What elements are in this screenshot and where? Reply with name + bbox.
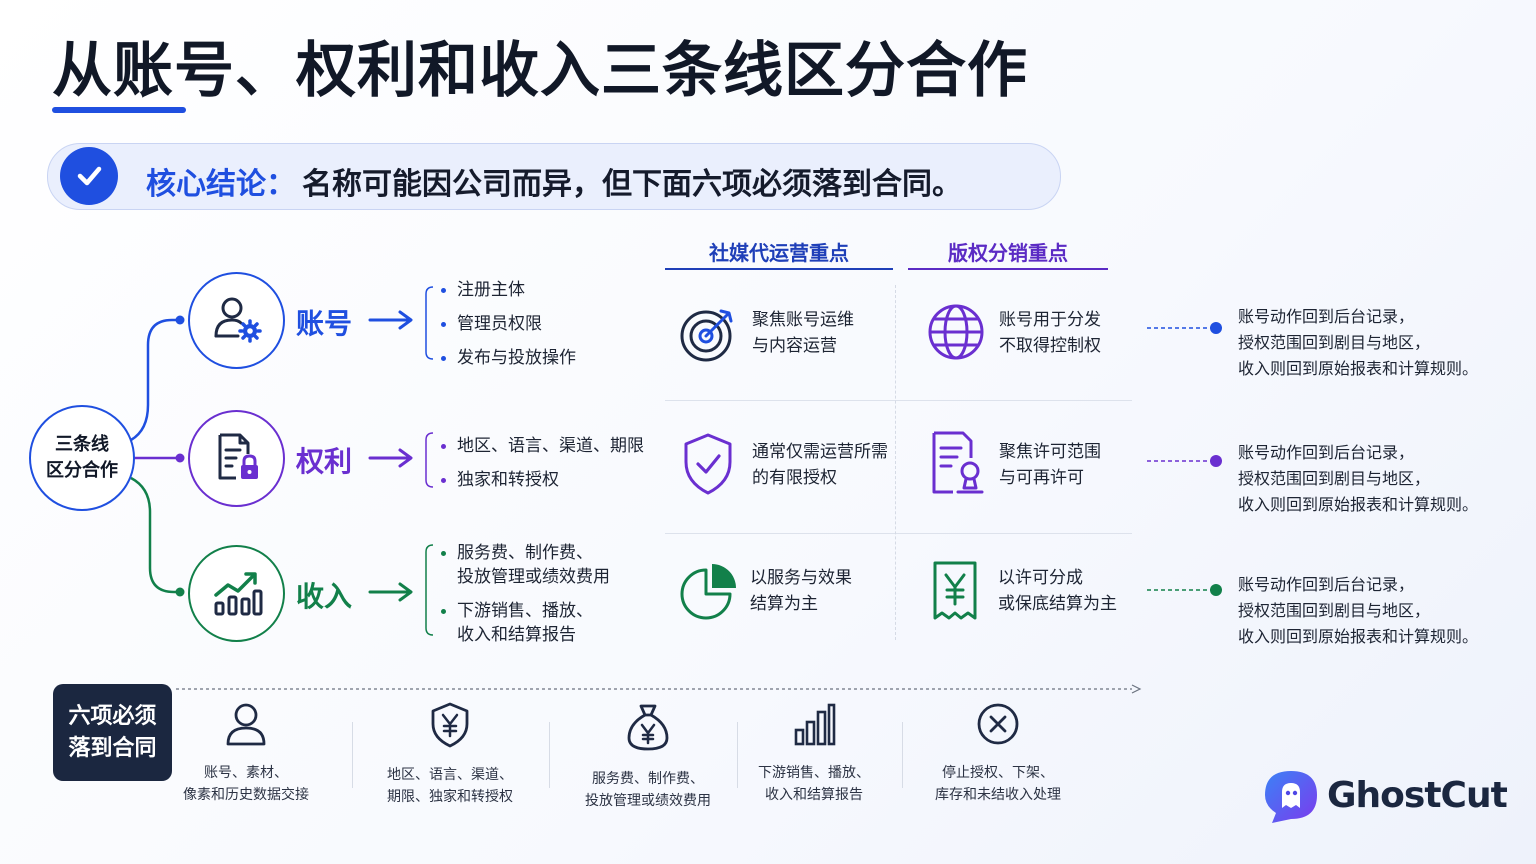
rights-node: [188, 410, 285, 507]
account-node: [188, 272, 285, 369]
cancel-circle-icon: [976, 703, 1020, 750]
list-item: 注册主体: [441, 273, 576, 307]
six-item-account: 账号、素材、 像素和历史数据交接: [170, 702, 322, 806]
six-item-caption: 服务费、制作费、 投放管理或绩效费用: [585, 771, 711, 809]
list-item: 独家和转授权: [441, 463, 644, 497]
six-items-badge: 六项必须 落到合同: [53, 684, 172, 781]
conclusion-banner: [47, 143, 1061, 210]
six-item-caption: 地区、语言、渠道、 期限、独家和转授权: [387, 767, 513, 805]
conclusion-text: 名称可能因公司而异，但下面六项必须落到合同。: [302, 167, 962, 202]
six-item-rights: 地区、语言、渠道、 期限、独家和转授权: [374, 702, 526, 808]
brand-name: GhostCut: [1327, 775, 1508, 816]
target-icon: [679, 305, 737, 367]
column-header-social-underline: [665, 268, 893, 270]
six-badge-line-1: 六项必须: [68, 703, 157, 729]
rights-label: 权利: [296, 445, 353, 478]
money-bag-icon: [626, 704, 670, 756]
conclusion-label: 核心结论：: [146, 167, 296, 202]
six-item-reports: 下游销售、播放、 收入和结算报告: [744, 702, 884, 806]
ghostcut-logo-icon: [1262, 768, 1320, 830]
list-item: 管理员权限: [441, 307, 576, 341]
account-label: 账号: [296, 307, 353, 340]
account-note: 账号动作回到后台记录， 授权范围回到剧目与地区， 收入则回到原始报表和计算规则。: [1238, 307, 1479, 378]
page-title: 从账号、权利和收入三条线区分合作: [52, 36, 1028, 106]
income-label: 收入: [296, 580, 353, 613]
title-underline: [52, 107, 186, 113]
license-document-icon: [929, 430, 987, 500]
yen-shield-icon: [430, 702, 470, 752]
globe-icon: [927, 303, 985, 365]
account-social-text: 聚焦账号运维 与内容运营: [752, 310, 854, 356]
hub-line-2: 区分合作: [46, 460, 118, 481]
rights-social-text: 通常仅需运营所需 的有限授权: [752, 442, 888, 488]
income-node: [188, 545, 285, 642]
check-icon: [60, 147, 118, 205]
six-item-caption: 账号、素材、 像素和历史数据交接: [183, 765, 309, 803]
yen-receipt-icon: [931, 560, 979, 626]
growth-chart-icon: [210, 565, 264, 623]
column-header-copyright: 版权分销重点: [948, 241, 1068, 265]
hub-circle: 三条线 区分合作: [29, 405, 135, 511]
bar-chart-icon: [792, 703, 836, 750]
income-copyright-text: 以许可分成 或保底结算为主: [998, 568, 1117, 614]
document-lock-icon: [210, 430, 264, 488]
account-copyright-text: 账号用于分发 不取得控制权: [999, 310, 1101, 356]
item-divider: [549, 722, 550, 788]
shield-check-icon: [681, 432, 735, 500]
six-item-caption: 下游销售、播放、 收入和结算报告: [758, 765, 870, 803]
row-divider: [665, 533, 1132, 534]
user-gear-icon: [210, 292, 264, 350]
account-bullets: 注册主体 管理员权限 发布与投放操作: [441, 273, 576, 375]
list-item: 地区、语言、渠道、期限: [441, 429, 644, 463]
six-item-termination: 停止授权、下架、 库存和未结收入处理: [921, 702, 1075, 806]
income-social-text: 以服务与效果 结算为主: [750, 568, 852, 614]
hub-line-1: 三条线: [55, 434, 109, 455]
column-header-copyright-underline: [908, 268, 1108, 270]
list-item: 下游销售、播放、 收入和结算报告: [441, 599, 610, 647]
rights-copyright-text: 聚焦许可范围 与可再许可: [999, 442, 1101, 488]
list-item: 发布与投放操作: [441, 341, 576, 375]
rights-bullets: 地区、语言、渠道、期限 独家和转授权: [441, 429, 644, 497]
column-header-social: 社媒代运营重点: [709, 241, 849, 265]
list-item: 服务费、制作费、 投放管理或绩效费用: [441, 541, 610, 589]
six-item-caption: 停止授权、下架、 库存和未结收入处理: [935, 765, 1061, 803]
rights-note: 账号动作回到后台记录， 授权范围回到剧目与地区， 收入则回到原始报表和计算规则。: [1238, 443, 1479, 514]
row-divider: [665, 400, 1132, 401]
six-badge-line-2: 落到合同: [68, 735, 157, 761]
user-icon: [225, 703, 267, 750]
pie-chart-icon: [680, 562, 738, 624]
income-note: 账号动作回到后台记录， 授权范围回到剧目与地区， 收入则回到原始报表和计算规则。: [1238, 575, 1479, 646]
column-divider: [895, 285, 896, 640]
income-bullets: 服务费、制作费、 投放管理或绩效费用 下游销售、播放、 收入和结算报告: [441, 541, 610, 657]
item-divider: [902, 722, 903, 788]
six-item-fees: 服务费、制作费、 投放管理或绩效费用: [572, 702, 724, 812]
item-divider: [352, 722, 353, 788]
item-divider: [737, 722, 738, 788]
